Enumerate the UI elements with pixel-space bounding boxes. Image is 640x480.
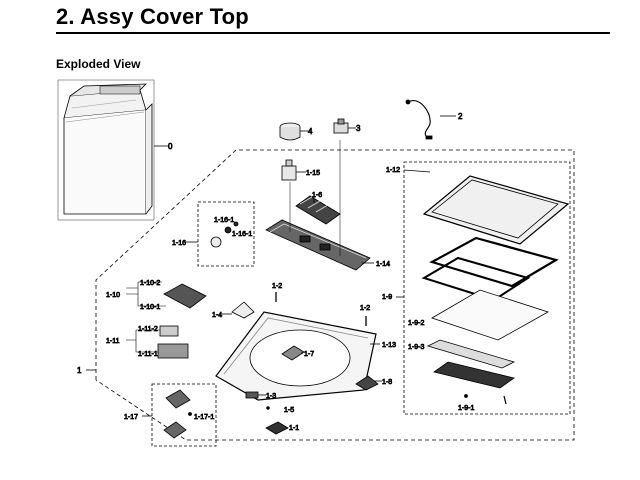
label-part-1-15: 1-15 (306, 170, 320, 177)
part-lid-seal-2 (421, 256, 531, 302)
label-part-1-7: 1-7 (304, 351, 314, 358)
leader-1-11 (126, 329, 160, 353)
part-1-9-3-trim (426, 339, 516, 369)
part-1-16-knob (210, 221, 239, 248)
part-1-10-dispenser (163, 281, 207, 309)
label-part-0: 0 (168, 142, 173, 151)
label-part-1-16-1-a: 1-16-1 (214, 217, 234, 224)
part-2-harness (405, 99, 456, 140)
part-1-8-latch (355, 375, 382, 391)
label-part-1-11-1: 1-11-1 (138, 351, 158, 358)
label-part-1-9-2: 1-9-2 (408, 320, 424, 327)
washer-illustration (57, 79, 155, 221)
label-part-1-2-a: 1-2 (272, 283, 282, 290)
group-1-17-box (151, 383, 217, 447)
label-part-1-5: 1-5 (284, 407, 294, 414)
label-part-1-17-1: 1-17-1 (194, 414, 214, 421)
label-part-2: 2 (458, 112, 463, 121)
part-1-11-drawer (157, 325, 189, 359)
label-part-1-16: 1-16 (172, 240, 186, 247)
label-part-1-10-2: 1-10-2 (140, 280, 160, 287)
part-1-9-1-handle (433, 361, 515, 405)
part-1-4-hinge (222, 301, 255, 319)
label-part-1-11-2: 1-11-2 (138, 326, 158, 333)
label-part-1-13: 1-13 (382, 342, 396, 349)
label-part-1: 1 (77, 366, 82, 375)
label-part-1-1: 1-1 (289, 425, 299, 432)
label-part-1-17: 1-17 (124, 414, 138, 421)
label-part-1-10-1: 1-10-1 (140, 304, 160, 311)
label-part-1-9: 1-9 (382, 294, 392, 301)
part-4-cap (279, 122, 308, 141)
label-part-1-14: 1-14 (376, 261, 390, 268)
part-1-9-2-glass (431, 289, 549, 341)
label-part-1-6: 1-6 (312, 192, 322, 199)
label-part-1-2-b: 1-2 (360, 305, 370, 312)
label-part-1-11: 1-11 (106, 338, 120, 345)
label-part-1-9-1: 1-9-1 (458, 405, 474, 412)
label-part-1-10: 1-10 (106, 292, 120, 299)
title-underline (56, 32, 610, 34)
assembly-boundary (95, 149, 575, 441)
part-1-6-board (295, 195, 341, 225)
section-label: Exploded View (56, 57, 141, 71)
label-part-1-8: 1-8 (382, 379, 392, 386)
label-part-1-3: 1-3 (266, 393, 276, 400)
label-part-1-9-3: 1-9-3 (408, 344, 424, 351)
part-1-3-clip (245, 391, 266, 399)
group-1-9-box (403, 161, 571, 415)
part-1-5-pin (266, 406, 270, 410)
label-part-3: 3 (356, 124, 361, 133)
part-1-15-bottle (281, 159, 306, 181)
part-1-14-control-panel (265, 219, 374, 271)
leader-1-10 (126, 281, 166, 307)
label-part-1-16-1-b: 1-16-1 (232, 231, 252, 238)
leader-1-12 (403, 169, 431, 173)
page-title: 2. Assy Cover Top (56, 4, 249, 29)
label-part-1-4: 1-4 (212, 312, 222, 319)
part-1-7-insert (281, 345, 305, 361)
part-lid-seal-1 (429, 236, 559, 288)
part-1-12-lid-frame (422, 175, 570, 245)
label-part-4: 4 (308, 127, 313, 136)
part-1-1-lock (265, 421, 289, 435)
part-3-switch (333, 118, 356, 134)
label-part-1-12: 1-12 (386, 167, 400, 174)
part-1-17-bracket (163, 389, 192, 439)
group-1-16-box (197, 201, 255, 267)
